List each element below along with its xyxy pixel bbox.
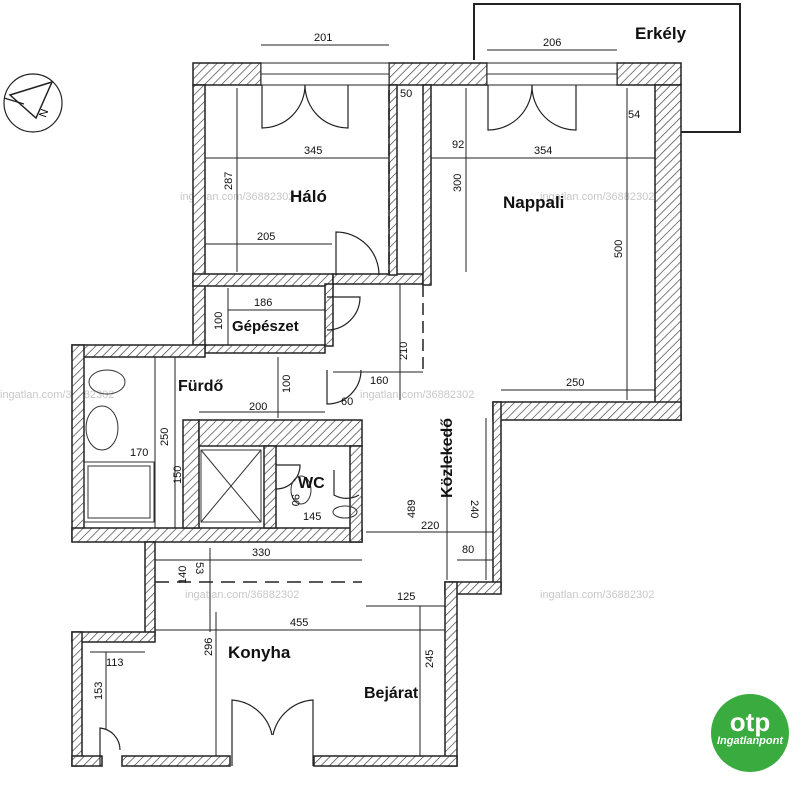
dashed-lines	[155, 90, 424, 583]
room-label-halo: Háló	[290, 187, 327, 206]
room-label-gepeszet: Gépészet	[232, 318, 299, 335]
dim-label: 287	[223, 172, 235, 190]
dim-label: 125	[397, 591, 415, 603]
dim-label: 240	[468, 500, 480, 518]
dim-label: 245	[424, 650, 436, 668]
dim-label: 80	[462, 544, 474, 556]
dim-label: 170	[130, 447, 148, 459]
dim-label: 500	[613, 240, 625, 258]
room-label-wc: WC	[298, 475, 325, 492]
watermark-text: ingatlan.com/36882302	[185, 589, 299, 601]
dim-label: 354	[534, 145, 552, 157]
balcony	[473, 3, 741, 133]
dim-label: 140	[177, 566, 189, 584]
watermark-text: ingatlan.com/36882302	[360, 389, 474, 401]
dim-label: 345	[304, 145, 322, 157]
dim-label: 90	[289, 494, 301, 506]
dim-label: 60	[341, 396, 353, 408]
logo-subtitle: Ingatlanpont	[717, 735, 783, 747]
windows	[260, 62, 618, 86]
room-label-nappali: Nappali	[503, 193, 564, 212]
dim-label: 150	[172, 466, 184, 484]
dim-label: 220	[421, 520, 439, 532]
room-label-kozlekedo: Közlekedő	[439, 418, 456, 498]
room-label-bejarat: Bejárat	[364, 685, 419, 702]
room-label-erkely: Erkély	[635, 24, 687, 43]
room-label-furdo: Fürdő	[178, 378, 224, 395]
dim-label: 206	[543, 37, 561, 49]
dim-label: 92	[452, 139, 464, 151]
dim-label: 200	[249, 401, 267, 413]
dim-label: 201	[314, 32, 332, 44]
north-label: N	[37, 108, 51, 120]
compass-icon: N	[3, 73, 63, 133]
otp-logo: otp Ingatlanpont	[711, 694, 789, 772]
dim-label: 100	[213, 312, 225, 330]
watermark-text: ingatlan.com/36882302	[540, 589, 654, 601]
dim-label: 53	[193, 562, 205, 574]
dim-label: 210	[398, 342, 410, 360]
dim-label: 186	[254, 297, 272, 309]
dim-label: 250	[159, 428, 171, 446]
walls	[71, 62, 682, 767]
logo-brand: otp	[729, 707, 771, 737]
dim-label: 54	[628, 109, 640, 121]
dim-label: 50	[400, 88, 412, 100]
dim-label: 489	[406, 500, 418, 518]
dim-label: 145	[303, 511, 321, 523]
dim-label: 250	[566, 377, 584, 389]
dim-label: 330	[252, 547, 270, 559]
dim-label: 113	[106, 657, 124, 669]
room-labels: Háló Nappali Erkély Gépészet Fürdő WC Kö…	[178, 24, 687, 702]
dim-label: 300	[452, 174, 464, 192]
fixtures	[83, 369, 358, 523]
dim-label: 205	[257, 231, 275, 243]
dim-label: 153	[93, 682, 105, 700]
watermark-text: ingatlan.com/36882302	[0, 389, 114, 401]
dim-label: 160	[370, 375, 388, 387]
door-swings	[99, 84, 577, 766]
dimension-labels: 201 206 50 54 92 345 354 287 300 205 500…	[93, 32, 640, 700]
room-label-konyha: Konyha	[228, 643, 291, 662]
dimension-lines	[90, 44, 655, 756]
watermarks: ingatlan.com/36882302 ingatlan.com/36882…	[0, 191, 654, 601]
dim-label: 455	[290, 617, 308, 629]
dim-label: 296	[203, 638, 215, 656]
dim-label: 100	[281, 375, 293, 393]
watermark-text: ingatlan.com/36882302	[540, 191, 654, 203]
